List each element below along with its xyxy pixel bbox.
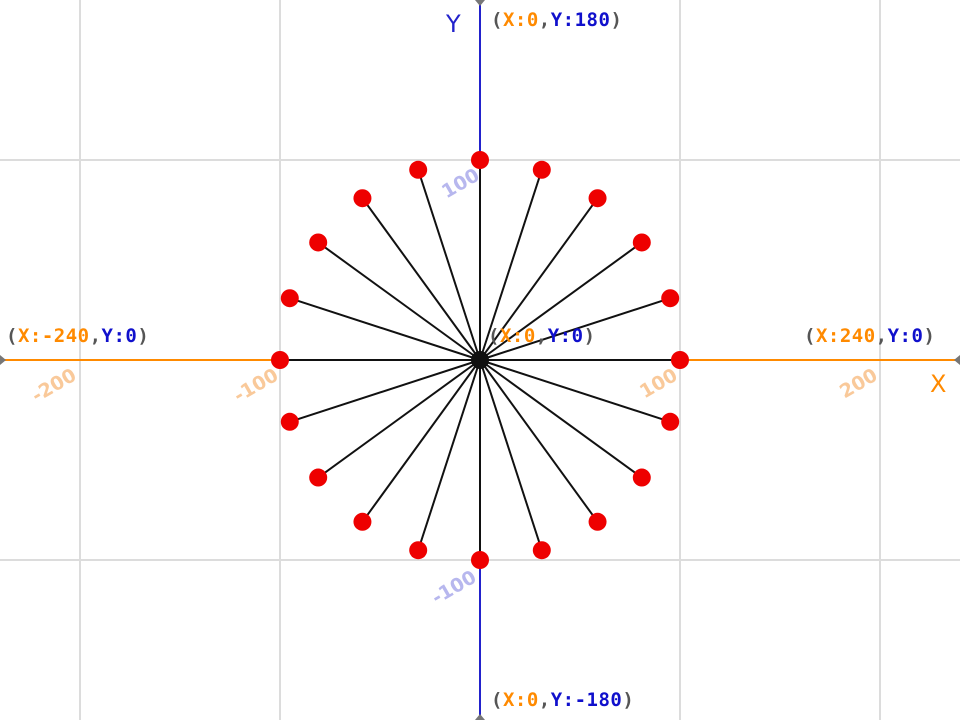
- point-8: [309, 233, 328, 252]
- point-18: [632, 468, 651, 487]
- top-coordinate-label: (X:0,Y:180): [491, 9, 623, 31]
- spoke-12: [317, 359, 481, 479]
- point-0: [671, 351, 689, 369]
- point-16: [532, 541, 551, 560]
- point-15: [471, 551, 489, 569]
- point-13: [353, 512, 372, 531]
- point-19: [661, 412, 680, 431]
- spoke-14: [417, 359, 481, 551]
- y-axis-bottom-arrow: [475, 714, 485, 720]
- spoke-6: [417, 169, 481, 361]
- point-3: [588, 189, 607, 208]
- spoke-19: [479, 359, 671, 423]
- point-6: [409, 160, 428, 179]
- spoke-1: [479, 297, 671, 361]
- point-10: [271, 351, 289, 369]
- spoke-4: [479, 169, 543, 361]
- spoke-3: [479, 197, 599, 361]
- point-7: [353, 189, 372, 208]
- spoke-7: [361, 197, 481, 361]
- spoke-18: [479, 359, 643, 479]
- bottom-coordinate-label: (X:0,Y:-180): [491, 689, 635, 711]
- point-1: [661, 289, 680, 308]
- spoke-13: [361, 359, 481, 523]
- point-5: [471, 151, 489, 169]
- point-17: [588, 512, 607, 531]
- point-14: [409, 541, 428, 560]
- point-2: [632, 233, 651, 252]
- y-axis-top-arrow: [475, 0, 485, 6]
- point-9: [280, 289, 299, 308]
- spoke-17: [479, 359, 599, 523]
- left-coordinate-label: (X:-240,Y:0): [6, 325, 150, 347]
- points-group: [271, 151, 689, 569]
- spoke-2: [479, 241, 643, 361]
- spoke-8: [317, 241, 481, 361]
- spokes-group: [280, 160, 680, 560]
- spoke-16: [479, 359, 543, 551]
- y-axis-name: Y: [446, 10, 461, 38]
- spoke-11: [289, 359, 481, 423]
- x-axis-right-arrow: [954, 355, 960, 365]
- spoke-9: [289, 297, 481, 361]
- point-12: [309, 468, 328, 487]
- center-hub: [471, 351, 489, 369]
- x-axis-name: X: [930, 370, 947, 398]
- x-axis-left-arrow: [0, 355, 6, 365]
- point-4: [532, 160, 551, 179]
- center-coordinate-label: (X:0,Y:0): [488, 325, 596, 347]
- right-coordinate-label: (X:240,Y:0): [804, 325, 936, 347]
- point-11: [280, 412, 299, 431]
